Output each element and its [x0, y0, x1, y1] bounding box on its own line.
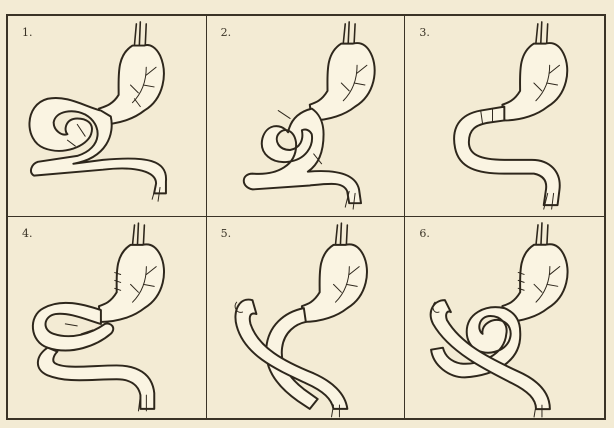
panel-3: 3. — [405, 16, 604, 217]
panel-5: 5. — [207, 217, 406, 418]
intestine-loop — [29, 98, 166, 193]
stomach — [503, 244, 568, 322]
panel-2-illustration — [207, 16, 405, 216]
panel-5-illustration — [207, 217, 405, 418]
panel-3-illustration — [405, 16, 604, 216]
esophagus-tube — [536, 22, 548, 44]
esophagus-tube — [335, 223, 347, 245]
stomach — [309, 43, 374, 120]
panel-1-illustration — [8, 16, 206, 216]
panel-6: 6. — [405, 217, 604, 418]
panel-4-illustration — [8, 217, 206, 418]
panel-grid: 1. 2. — [6, 14, 606, 420]
esophagus-tube — [133, 223, 145, 245]
stomach — [503, 43, 568, 120]
panel-6-illustration — [405, 217, 604, 418]
stomach — [99, 45, 164, 124]
intestine-loop — [33, 303, 113, 351]
intestine-loop — [243, 109, 360, 204]
esophagus-tube — [536, 223, 548, 245]
stomach — [302, 244, 367, 322]
esophagus-tube — [134, 22, 146, 46]
panel-4: 4. — [8, 217, 207, 418]
panel-2: 2. — [207, 16, 406, 217]
intestine-segment — [454, 107, 560, 206]
stomach — [99, 244, 164, 322]
panel-1: 1. — [8, 16, 207, 217]
intestine-limb — [38, 348, 154, 409]
esophagus-tube — [343, 22, 355, 44]
